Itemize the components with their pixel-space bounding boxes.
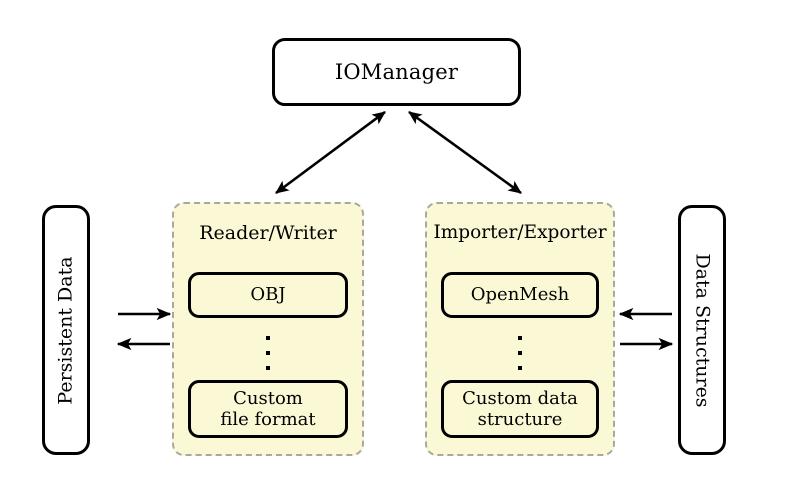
reader-writer-ellipsis [174,336,362,370]
data-structures-label: Data Structures [691,252,714,408]
importer-exporter-title: Importer/Exporter [433,222,607,243]
custom-file-format-line2: file format [220,409,316,430]
reader-writer-item-custom-file-format: Custom file format [188,380,348,438]
custom-file-format-line1: Custom [233,387,303,409]
persistent-data-box: Persistent Data [42,205,90,455]
importer-exporter-ellipsis [427,336,613,370]
importer-exporter-item-custom-data-structure: Custom data structure [441,380,599,438]
importer-exporter-item-openmesh-label: OpenMesh [470,284,570,306]
iomanager-box: IOManager [272,38,521,106]
iomanager-label: IOManager [334,59,459,84]
ellipsis-dot [518,351,522,355]
connector-manager-reader-writer [275,110,386,195]
ellipsis-dot [266,366,270,370]
importer-exporter-item-custom-data-structure-label: Custom data structure [462,388,578,430]
ellipsis-dot [266,336,270,340]
reader-writer-panel: Reader/Writer OBJ Custom file format [172,202,364,456]
importer-exporter-panel: Importer/Exporter OpenMesh Custom data s… [425,202,615,456]
reader-writer-title: Reader/Writer [199,222,337,244]
ellipsis-dot [518,366,522,370]
data-structures-box: Data Structures [678,205,726,455]
reader-writer-item-obj-label: OBJ [250,284,286,306]
importer-exporter-item-openmesh: OpenMesh [441,272,599,318]
ellipsis-dot [266,351,270,355]
connector-manager-importer-exporter [408,110,522,195]
custom-data-structure-line2: structure [477,409,563,430]
custom-data-structure-line1: Custom data [462,387,578,409]
ellipsis-dot [518,336,522,340]
persistent-data-label: Persistent Data [54,255,77,405]
reader-writer-item-custom-file-format-label: Custom file format [220,388,315,430]
reader-writer-item-obj: OBJ [188,272,348,318]
